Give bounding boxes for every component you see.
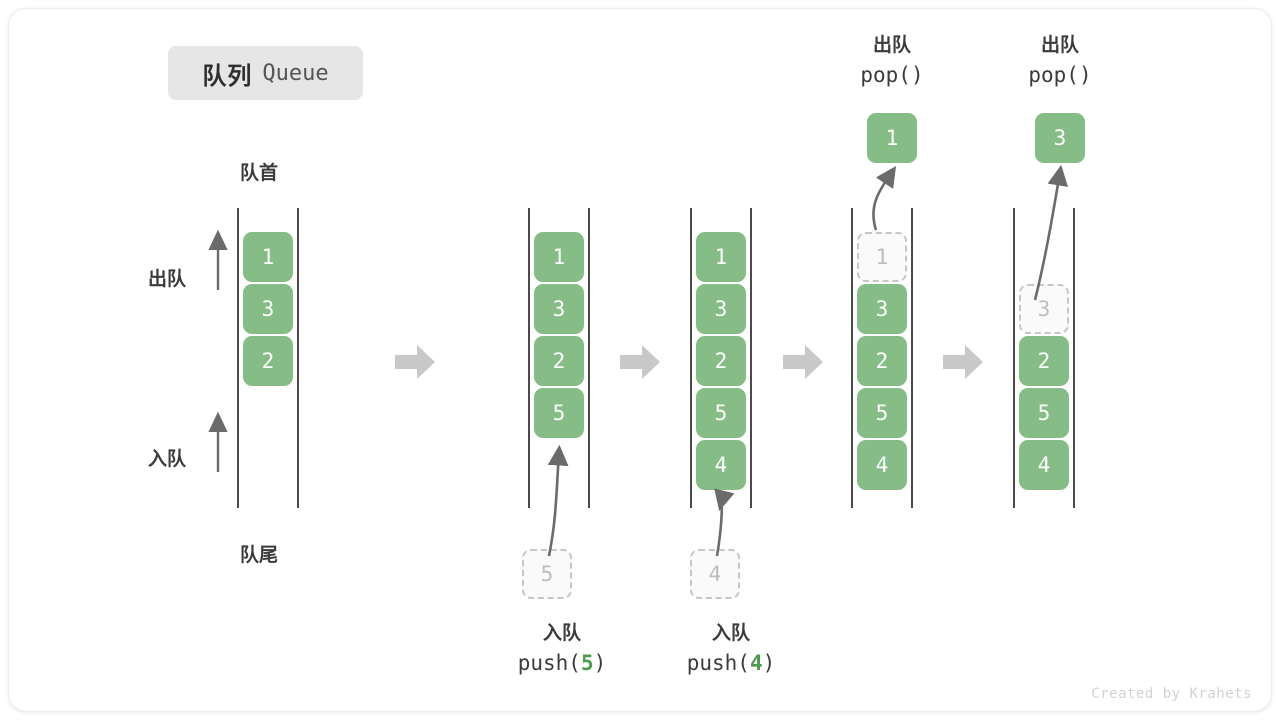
stack-rail-left — [690, 208, 692, 508]
queue-cell: 2 — [857, 336, 907, 386]
op-push-4: 入队 push(4) — [651, 620, 811, 678]
stack-rail-left — [851, 208, 853, 508]
popped-1: 1 — [867, 113, 917, 163]
flow-arrow-3 — [783, 345, 823, 379]
stack-rail-right — [1073, 208, 1075, 508]
flow-arrow-4 — [943, 345, 983, 379]
queue-cell: 4 — [857, 440, 907, 490]
queue-cell: 5 — [696, 388, 746, 438]
op-pop-3: 出队 pop() — [980, 32, 1140, 90]
op-label-cn: 入队 — [711, 623, 750, 644]
queue-cell: 5 — [534, 388, 584, 438]
credit-text: Created by Krahets — [1091, 686, 1252, 702]
queue-cell: 1 — [696, 232, 746, 282]
stack-rail-left — [237, 208, 239, 508]
queue-cell: 1 — [857, 232, 907, 282]
queue-tail-label: 队尾 — [240, 545, 279, 566]
queue-cell: 5 — [1019, 388, 1069, 438]
title-badge: 队列 Queue — [168, 46, 363, 100]
op-label-code: push(4) — [686, 650, 776, 675]
flow-arrow-1 — [395, 345, 435, 379]
op-push-5: 入队 push(5) — [482, 620, 642, 678]
op-label-arg: 5 — [580, 650, 594, 675]
queue-cell: 3 — [696, 284, 746, 334]
op-label-code: pop() — [860, 62, 924, 87]
stack-rail-right — [911, 208, 913, 508]
popped-3: 3 — [1035, 113, 1085, 163]
stack-rail-left — [528, 208, 530, 508]
pending-push-5: 5 — [522, 549, 572, 599]
op-label-code: push(5) — [517, 650, 607, 675]
op-label-code: pop() — [1028, 62, 1092, 87]
pending-push-4: 4 — [690, 549, 740, 599]
title-cn: 队列 — [202, 62, 253, 90]
queue-cell: 2 — [696, 336, 746, 386]
op-label-cn: 出队 — [1040, 35, 1079, 56]
queue-cell: 5 — [857, 388, 907, 438]
queue-cell: 4 — [696, 440, 746, 490]
queue-cell: 3 — [857, 284, 907, 334]
flow-arrow-2 — [620, 345, 660, 379]
side-label-enqueue: 入队 — [148, 449, 187, 470]
stack-rail-right — [750, 208, 752, 508]
queue-cell: 2 — [1019, 336, 1069, 386]
queue-cell: 4 — [1019, 440, 1069, 490]
queue-cell: 2 — [243, 336, 293, 386]
queue-cell: 2 — [534, 336, 584, 386]
op-label-cn: 出队 — [872, 35, 911, 56]
queue-cell: 3 — [243, 284, 293, 334]
stack-rail-right — [297, 208, 299, 508]
op-label-arg: 4 — [749, 650, 763, 675]
queue-head-label: 队首 — [240, 163, 279, 184]
title-en: Queue — [262, 60, 329, 86]
stack-rail-left — [1013, 208, 1015, 508]
queue-cell: 1 — [243, 232, 293, 282]
queue-cell: 1 — [534, 232, 584, 282]
stack-rail-right — [588, 208, 590, 508]
op-label-cn: 入队 — [542, 623, 581, 644]
queue-cell: 3 — [1019, 284, 1069, 334]
queue-cell: 3 — [534, 284, 584, 334]
side-label-dequeue: 出队 — [148, 269, 187, 290]
op-pop-1: 出队 pop() — [812, 32, 972, 90]
